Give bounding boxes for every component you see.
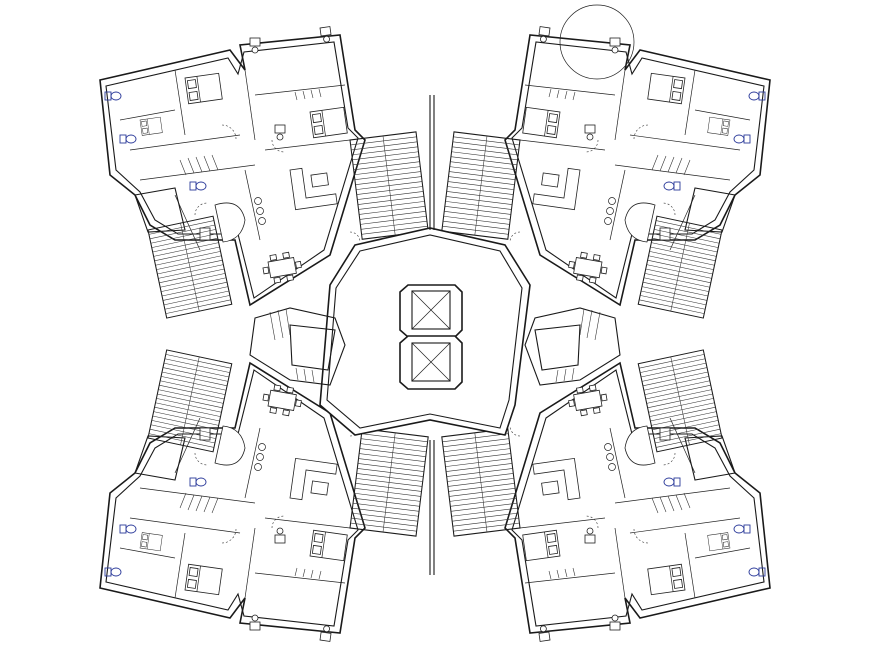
- elevator-core: [399, 284, 463, 390]
- stair-core-left: [249, 307, 346, 386]
- stair-core-right: [524, 307, 621, 386]
- detail-callout-circle: [559, 4, 635, 80]
